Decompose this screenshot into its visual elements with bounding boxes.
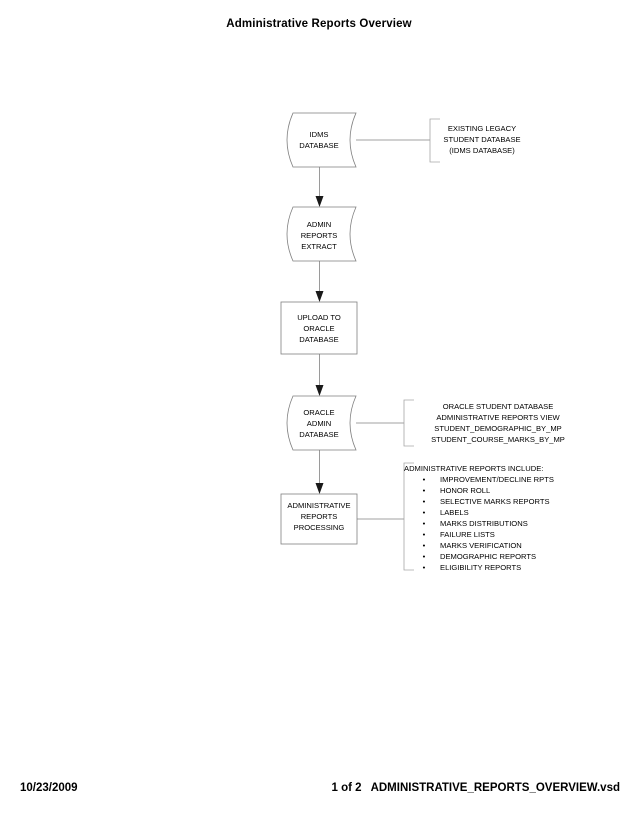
node-label-line: DATABASE — [299, 430, 338, 439]
node-label-line: REPORTS — [301, 231, 338, 240]
node-label-line: ORACLE — [303, 324, 334, 333]
bullet-label: FAILURE LISTS — [440, 530, 495, 539]
connector-idms-to-extract — [315, 167, 324, 207]
connector-extract-to-upload — [315, 261, 324, 302]
annotation-line: STUDENT_DEMOGRAPHIC_BY_MP — [434, 424, 561, 433]
annotation-heading: ADMINISTRATIVE REPORTS INCLUDE: — [404, 464, 543, 473]
node-label-line: ADMIN — [307, 419, 331, 428]
bullet-label: MARKS VERIFICATION — [440, 541, 522, 550]
data-shape-outline — [286, 206, 357, 262]
node-label-line: UPLOAD TO — [297, 313, 341, 322]
bullet-label: HONOR ROLL — [440, 486, 490, 495]
bullet-label: IMPROVEMENT/DECLINE RPTS — [440, 475, 554, 484]
data-shape-outline — [286, 395, 357, 451]
annotation-line: STUDENT_COURSE_MARKS_BY_MP — [431, 435, 565, 444]
bullet-glyph: • — [423, 519, 426, 528]
bullet-glyph: • — [423, 552, 426, 561]
node-label-line: PROCESSING — [294, 523, 345, 532]
page-footer: 10/23/2009 1 of 2 ADMINISTRATIVE_REPORTS_… — [0, 782, 638, 826]
node-label-line: ORACLE — [303, 408, 334, 417]
node-label-line: ADMIN — [307, 220, 331, 229]
annotation-line: ORACLE STUDENT DATABASE — [443, 402, 554, 411]
bullet-label: SELECTIVE MARKS REPORTS — [440, 497, 550, 506]
node-oracle-admin-database[interactable]: ORACLE ADMIN DATABASE — [286, 395, 357, 451]
node-idms-database[interactable]: IDMS DATABASE — [286, 112, 357, 168]
bullet-glyph: • — [423, 508, 426, 517]
annotation-line: EXISTING LEGACY — [448, 124, 516, 133]
node-label-line: DATABASE — [299, 141, 338, 150]
annotation-line: (IDMS DATABASE) — [449, 146, 515, 155]
node-admin-reports-extract[interactable]: ADMIN REPORTS EXTRACT — [286, 206, 357, 262]
node-administrative-reports-processing[interactable]: ADMINISTRATIVE REPORTS PROCESSING — [280, 493, 358, 545]
bullet-glyph: • — [423, 530, 426, 539]
data-shape-outline — [286, 112, 357, 168]
footer-filename: ADMINISTRATIVE_REPORTS_OVERVIEW.vsd — [370, 782, 620, 794]
bullet-glyph: • — [423, 497, 426, 506]
bullet-label: LABELS — [440, 508, 469, 517]
process-shape-outline — [280, 493, 358, 545]
bullet-glyph: • — [423, 486, 426, 495]
bullet-label: ELIGIBILITY REPORTS — [440, 563, 521, 572]
annotation-reports-note: ADMINISTRATIVE REPORTS INCLUDE: • IMPROV… — [357, 462, 554, 572]
annotation-oracle-note: ORACLE STUDENT DATABASE ADMINISTRATIVE R… — [356, 399, 565, 447]
process-shape-outline — [280, 301, 358, 355]
annotation-idms-note: EXISTING LEGACY STUDENT DATABASE (IDMS D… — [356, 118, 521, 163]
annotation-line: STUDENT DATABASE — [443, 135, 520, 144]
node-label-line: ADMINISTRATIVE — [287, 501, 350, 510]
node-label-line: REPORTS — [301, 512, 338, 521]
bullet-label: DEMOGRAPHIC REPORTS — [440, 552, 536, 561]
node-label-line: IDMS — [310, 130, 329, 139]
bullet-label: MARKS DISTRIBUTIONS — [440, 519, 528, 528]
node-label-line: DATABASE — [299, 335, 338, 344]
bullet-glyph: • — [423, 541, 426, 550]
connector-upload-to-oracle-admin — [315, 354, 324, 396]
footer-page-number: 1 of 2 — [331, 782, 362, 794]
footer-date: 10/23/2009 — [20, 782, 78, 794]
node-label-line: EXTRACT — [301, 242, 337, 251]
node-upload-to-oracle-database[interactable]: UPLOAD TO ORACLE DATABASE — [280, 301, 358, 355]
footer-right-group: 1 of 2 ADMINISTRATIVE_REPORTS_OVERVIEW.vs… — [332, 782, 620, 794]
bullet-glyph: • — [423, 563, 426, 572]
bullet-glyph: • — [423, 475, 426, 484]
page-title: Administrative Reports Overview — [226, 18, 412, 30]
connector-oracle-admin-to-processing — [315, 450, 324, 494]
annotation-line: ADMINISTRATIVE REPORTS VIEW — [436, 413, 560, 422]
